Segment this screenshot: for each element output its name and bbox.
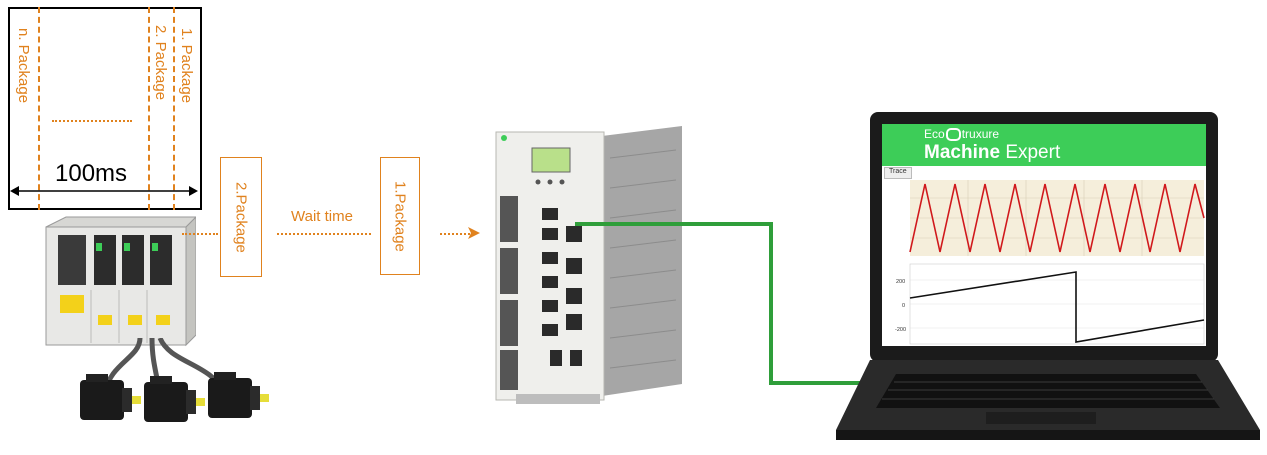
package-2-marker xyxy=(148,7,150,210)
ramp-trace xyxy=(909,271,1205,343)
timeline-ellipsis xyxy=(52,120,132,122)
s-logo-icon xyxy=(945,128,961,142)
servo-motors-image xyxy=(80,372,269,422)
ethernet-cable xyxy=(575,222,865,385)
tick-0: 0 xyxy=(902,303,905,309)
brand-truxure: truxure xyxy=(961,127,1000,141)
laptop: Eco truxure Machine Expert Trace 200 xyxy=(836,112,1261,442)
dotted-link-2 xyxy=(277,233,371,235)
servo-drive-image xyxy=(45,216,196,347)
package-1-box-label: 1.Package xyxy=(391,180,409,252)
timeline-box xyxy=(8,7,202,210)
wait-time-label: Wait time xyxy=(291,208,353,225)
package-2-box-label: 2.Package xyxy=(232,181,250,253)
dotted-link-1 xyxy=(182,233,218,235)
package-n-marker xyxy=(38,7,40,210)
package-1-label: 1. Package xyxy=(178,28,195,104)
motion-controller-image xyxy=(495,126,682,404)
tick-200: 200 xyxy=(896,279,905,285)
laptop-screen: Eco truxure Machine Expert Trace 200 xyxy=(882,124,1206,346)
sine-trace xyxy=(909,183,1205,253)
tick-minus-200: -200 xyxy=(895,327,906,333)
package-2-label: 2. Package xyxy=(152,25,169,101)
package-2-box: 2.Package xyxy=(220,157,262,277)
dotted-link-3 xyxy=(440,233,470,235)
product-name: Machine Expert xyxy=(924,142,1061,163)
ecostruxure-logo: Eco truxure xyxy=(924,127,1000,142)
trace-plots: 200 0 -200 xyxy=(895,180,1205,345)
tab-trace[interactable]: Trace xyxy=(884,167,912,179)
duration-label: 100ms xyxy=(55,160,128,187)
machine-expert-banner: Eco truxure Machine Expert xyxy=(882,124,1206,166)
duration-arrow xyxy=(10,186,198,196)
arrow-head-icon xyxy=(468,227,480,239)
package-1-marker xyxy=(173,7,175,210)
package-n-label: n. Package xyxy=(15,28,32,104)
brand-eco: Eco xyxy=(924,127,945,141)
package-1-box: 1.Package xyxy=(380,157,420,275)
